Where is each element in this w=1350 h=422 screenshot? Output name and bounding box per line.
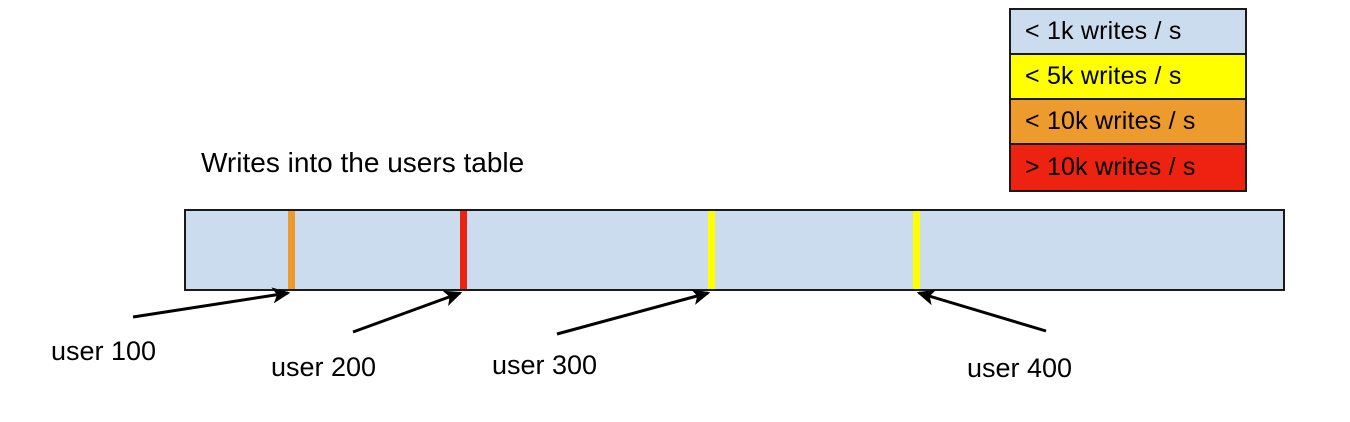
legend-item-label: > 10k writes / s — [1025, 153, 1196, 181]
arrow-user-100 — [132, 287, 291, 319]
marker-user-200 — [460, 211, 467, 289]
arrow-user-300 — [556, 289, 711, 336]
legend-item-label: < 10k writes / s — [1025, 107, 1196, 135]
legend-item-lt-10k: < 10k writes / s — [1011, 100, 1245, 145]
legend-item-label: < 1k writes / s — [1025, 17, 1182, 45]
bar-base-band — [186, 211, 1283, 289]
legend-item-lt-5k: < 5k writes / s — [1011, 55, 1245, 100]
arrow-user-400 — [916, 289, 1047, 333]
legend: < 1k writes / s < 5k writes / s < 10k wr… — [1009, 8, 1247, 192]
users-table-bar — [184, 209, 1285, 291]
legend-item-label: < 5k writes / s — [1025, 62, 1182, 90]
arrow-user-200 — [352, 290, 463, 334]
label-user-300: user 300 — [492, 350, 598, 380]
label-user-100: user 100 — [51, 336, 157, 366]
legend-item-lt-1k: < 1k writes / s — [1011, 10, 1245, 55]
legend-item-gt-10k: > 10k writes / s — [1011, 145, 1245, 190]
label-user-400: user 400 — [967, 353, 1073, 383]
marker-user-100 — [288, 211, 295, 289]
chart-title: Writes into the users table — [201, 147, 525, 178]
label-user-200: user 200 — [271, 352, 377, 382]
marker-user-300 — [708, 211, 715, 289]
marker-user-400 — [913, 211, 920, 289]
